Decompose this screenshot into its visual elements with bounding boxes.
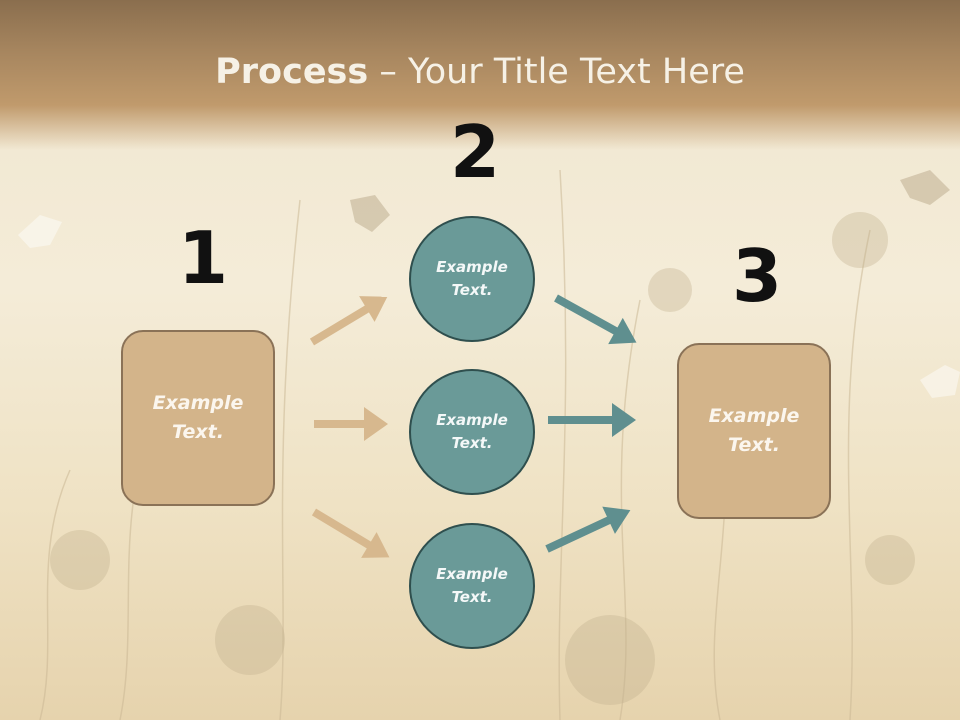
arrow-right-middle [548, 403, 636, 437]
title-bold: Process [215, 52, 369, 92]
title-banner [0, 0, 960, 150]
step-number-1: 1 [178, 216, 229, 300]
step-number-3: 3 [732, 234, 783, 318]
step-number-2: 2 [450, 110, 501, 194]
arrow-left-up [309, 296, 388, 346]
title-rest: – Your Title Text Here [379, 52, 745, 92]
arrow-right-up [545, 506, 631, 553]
arrow-left-down [311, 508, 390, 558]
arrow-right-down [554, 294, 637, 345]
arrow-left-middle [314, 407, 388, 441]
slide-title: Process – Your Title Text Here [0, 52, 960, 92]
